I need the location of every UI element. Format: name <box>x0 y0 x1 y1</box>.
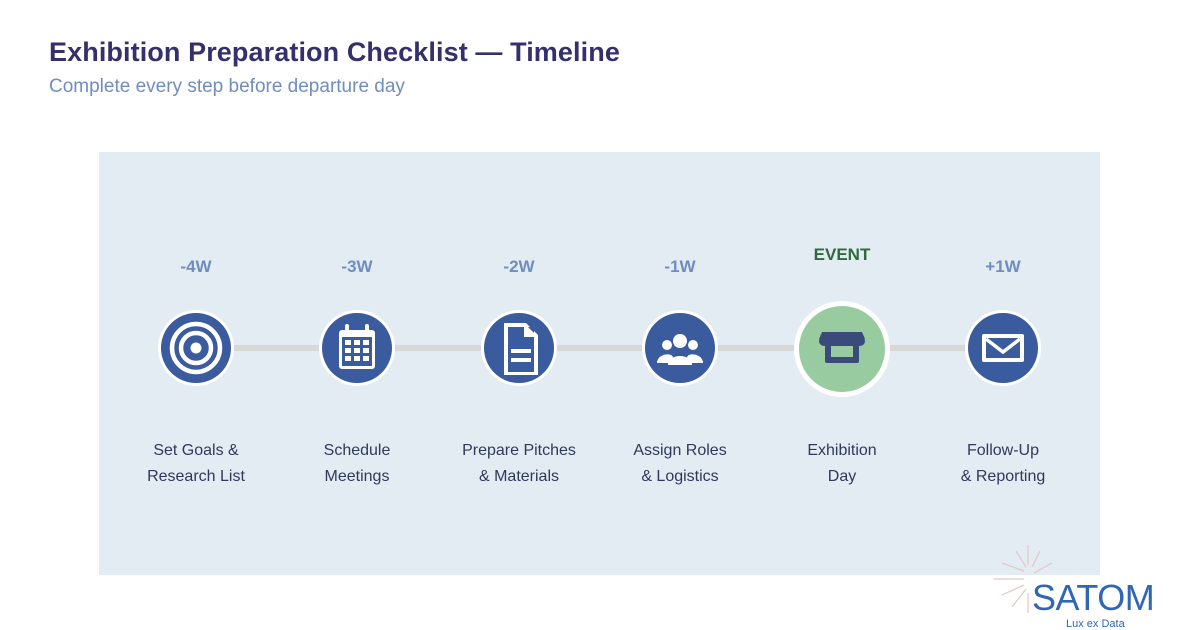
company-logo: SATOM Lux ex Data <box>990 543 1180 630</box>
step-label: Set Goals & Research List <box>147 442 245 485</box>
step-week-label: -1W <box>664 257 696 276</box>
step-label: Follow-Up & Reporting <box>960 442 1046 485</box>
timeline-step-followup: +1W Follow-Up & Reporting <box>913 0 1093 630</box>
step-node <box>158 310 234 386</box>
timeline-step-meetings: -3W Schedule Meetings <box>267 0 447 630</box>
page-subtitle: Complete every step before departure day <box>49 76 405 97</box>
timeline-step-roles: -1W Assign Roles & Logistics <box>590 0 770 630</box>
step-label: Prepare Pitches & Materials <box>462 442 576 485</box>
step-week-label: -3W <box>341 257 373 276</box>
step-week-label: -2W <box>503 257 535 276</box>
timeline-step-goals: -4W Set Goals & Research List <box>106 0 286 630</box>
step-label: Schedule Meetings <box>323 442 391 485</box>
page-title: Exhibition Preparation Checklist — Timel… <box>49 37 620 67</box>
target-icon <box>161 313 231 383</box>
timeline-step-event: EVENT Exhibition Day <box>752 0 932 630</box>
logo-rays-icon <box>994 545 1053 613</box>
timeline-step-materials: -2W Prepare Pitches & Materials <box>429 0 609 630</box>
step-week-label: EVENT <box>813 245 871 264</box>
logo-wordmark: SATOM <box>1032 577 1155 618</box>
step-label: Exhibition Day <box>807 442 877 485</box>
storefront-icon <box>799 306 885 392</box>
logo-tagline: Lux ex Data <box>1066 618 1125 630</box>
step-node <box>965 310 1041 386</box>
step-week-label: +1W <box>985 257 1021 276</box>
document-icon <box>484 313 554 383</box>
team-icon <box>645 313 715 383</box>
envelope-icon <box>968 313 1038 383</box>
step-week-label: -4W <box>180 257 212 276</box>
step-node <box>319 310 395 386</box>
timeline-panel <box>99 152 1100 575</box>
step-node <box>642 310 718 386</box>
step-node <box>794 301 890 397</box>
step-label: Assign Roles & Logistics <box>633 442 727 485</box>
step-node <box>481 310 557 386</box>
calendar-icon <box>322 313 392 383</box>
timeline-connector <box>196 345 1004 351</box>
